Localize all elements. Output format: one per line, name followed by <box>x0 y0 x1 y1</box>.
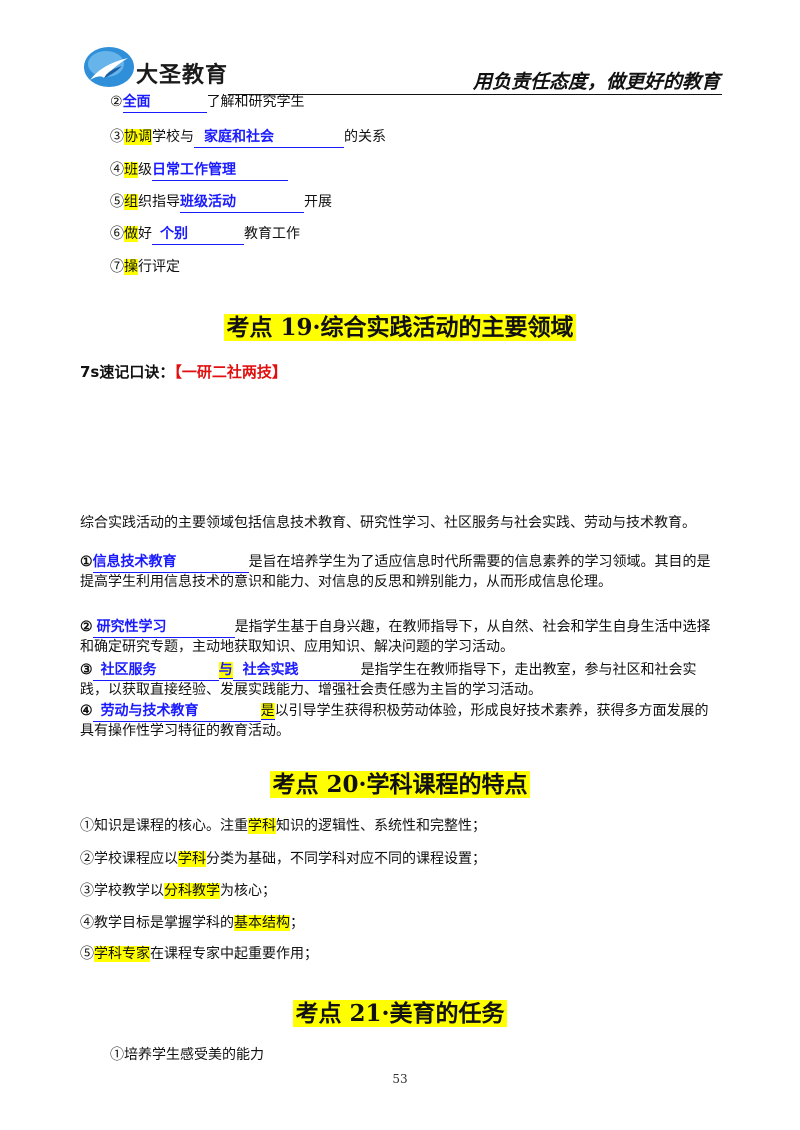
header-rule <box>228 94 722 95</box>
section-19-title: 考点 19·综合实践活动的主要领域 <box>224 314 576 341</box>
section-21-title: 考点 21·美育的任务 <box>293 1000 507 1027</box>
section-19-intro: 综合实践活动的主要领域包括信息技术教育、研究性学习、社区服务与社会实践、劳动与技… <box>80 515 696 531</box>
domain-item-1: ①信息技术教育是旨在培养学生为了适应信息时代所需要的信息素养的学习领域。其目的是… <box>80 554 711 590</box>
list-item: ④教学目标是掌握学科的基本结构； <box>80 915 304 931</box>
header: 大圣教育 用负责任态度，做更好的教育 <box>80 40 722 98</box>
list-item: ⑦操行评定 <box>110 259 180 275</box>
list-item: ①知识是课程的核心。注重学科知识的逻辑性、系统性和完整性； <box>80 818 486 834</box>
page-number: 53 <box>392 1072 408 1086</box>
list-item: ④班级日常工作管理 <box>110 160 288 181</box>
list-item: ③协调学校与家庭和社会的关系 <box>110 127 386 148</box>
mnemonic: 7s速记口诀：【一研二社两技】 <box>80 363 287 381</box>
list-item: ①培养学生感受美的能力 <box>110 1047 264 1063</box>
list-item: ⑤学科专家在课程专家中起重要作用； <box>80 946 318 962</box>
list-item: ②学校课程应以学科分类为基础，不同学科对应不同的课程设置； <box>80 851 486 867</box>
list-item: ⑥做好个别教育工作 <box>110 224 300 245</box>
section-20-title: 考点 20·学科课程的特点 <box>270 771 530 798</box>
list-item: ⑤组织指导班级活动开展 <box>110 192 332 213</box>
list-item: ②全面了解和研究学生 <box>110 92 305 113</box>
logo-icon <box>84 47 134 87</box>
header-slogan: 用负责任态度，做更好的教育 <box>472 71 720 93</box>
logo-text: 大圣教育 <box>136 63 229 88</box>
list-item: ③学校教学以分科教学为核心； <box>80 883 276 899</box>
